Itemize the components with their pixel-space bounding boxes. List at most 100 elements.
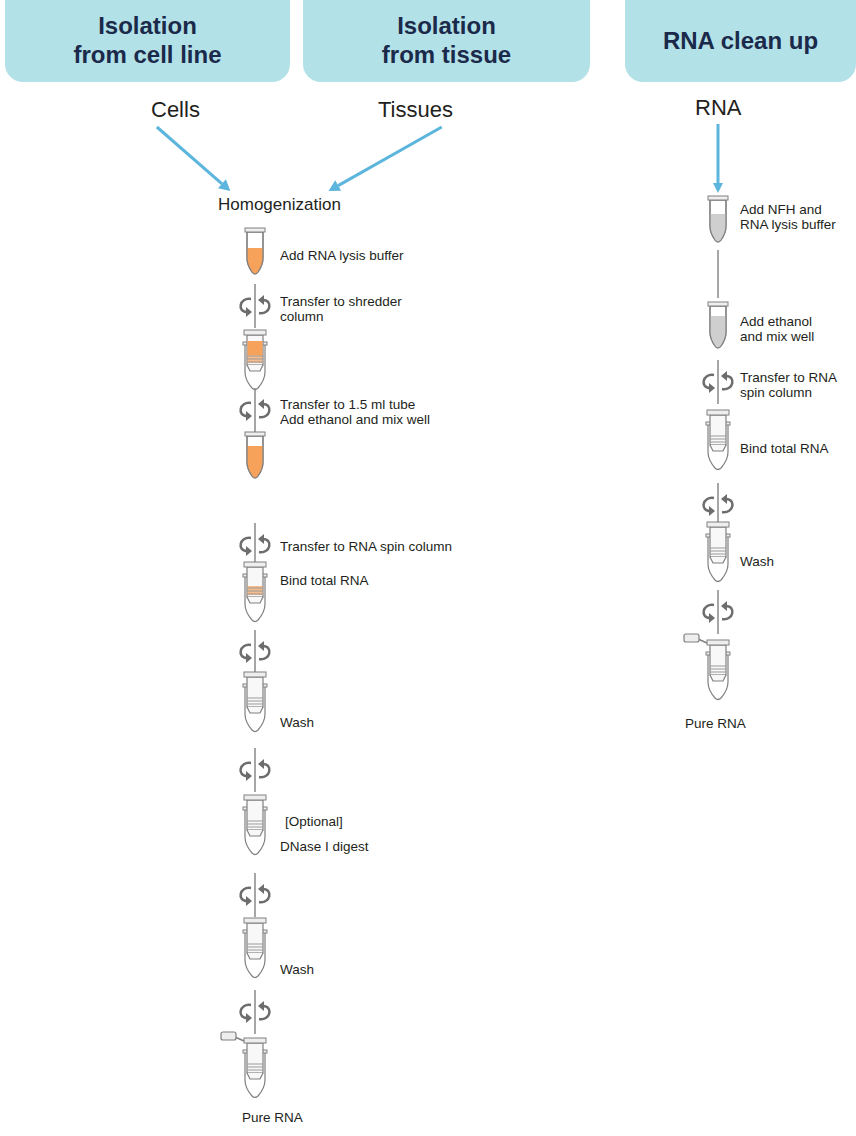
spin-column-icon: [243, 330, 267, 390]
tube-liquid: [710, 316, 726, 348]
arrow-head: [329, 180, 342, 191]
spin-column-icon: [243, 1038, 267, 1098]
open-lid: [684, 634, 707, 643]
column-rim: [244, 672, 266, 677]
column-body: [247, 1043, 263, 1073]
axis-line: [717, 483, 719, 527]
spin-head: [246, 653, 252, 663]
tube-outline: [710, 200, 726, 242]
step-label: DNase I digest: [280, 839, 369, 854]
column-body: [710, 645, 726, 675]
spin-head: [246, 1013, 252, 1023]
membrane-line: [247, 704, 263, 705]
step-label: Bind total RNA: [740, 441, 829, 456]
spin-head: [258, 1001, 264, 1011]
membrane-line: [247, 827, 263, 828]
column-rim: [707, 410, 729, 415]
membrane-line: [247, 1070, 263, 1071]
membrane-line: [247, 591, 263, 592]
spin-head: [709, 506, 715, 516]
step-label: Add NFH and RNA lysis buffer: [740, 202, 846, 232]
header-title: Isolation from tissue: [369, 12, 524, 70]
membrane-line: [247, 824, 263, 825]
tube-rim: [708, 302, 728, 306]
open-lid: [221, 1032, 244, 1041]
tube-rim: [708, 196, 728, 200]
lid: [221, 1032, 236, 1040]
column-tip: [247, 597, 263, 603]
step-label: Add ethanol and mix well: [740, 314, 828, 344]
centrifuge-icon: [241, 990, 270, 1034]
node-text: Homogenization: [218, 195, 341, 215]
membrane-line: [247, 698, 263, 699]
axis-line: [254, 388, 256, 432]
section-header: Isolation from tissue: [303, 0, 590, 82]
tube-liquid: [247, 248, 263, 274]
spin-head: [709, 383, 715, 393]
membrane-line: [247, 356, 263, 357]
column-tip: [710, 675, 726, 681]
spin-head: [258, 884, 264, 894]
column-tip: [247, 1073, 263, 1079]
tube-liquid: [710, 214, 726, 242]
spin-head: [246, 307, 252, 317]
tube-body: [710, 306, 726, 348]
spin-head: [721, 601, 727, 611]
step-line: [717, 250, 719, 298]
arrow-shaft: [157, 127, 222, 184]
spin-head: [258, 399, 264, 409]
column-tip: [247, 365, 263, 371]
membrane-line: [247, 362, 263, 363]
text-node: Tissues: [378, 97, 453, 123]
header-title: Isolation from cell line: [70, 12, 225, 70]
membrane-line: [710, 666, 726, 667]
spin-column-icon: [706, 522, 730, 582]
membrane-line: [247, 821, 263, 822]
tube-icon: [245, 228, 265, 274]
text-node: Cells: [151, 97, 200, 123]
centrifuge-icon: [241, 630, 270, 674]
membrane-line: [247, 594, 263, 595]
membrane-line: [710, 548, 726, 549]
tube-icon: [708, 302, 728, 348]
centrifuge-icon: [704, 360, 733, 404]
membrane-line: [710, 669, 726, 670]
membrane-line: [247, 1064, 263, 1065]
flow-arrow: [157, 127, 230, 191]
tube-icon: [708, 196, 728, 242]
column-rim: [244, 918, 266, 923]
step-label: Pure RNA: [242, 1110, 303, 1125]
spin-column-icon: [243, 672, 267, 732]
column-tip: [247, 830, 263, 836]
arrow-shaft: [338, 127, 442, 186]
text-node: Homogenization: [218, 195, 341, 215]
axis-line: [254, 284, 256, 328]
column-body: [710, 415, 726, 445]
spin-head: [246, 771, 252, 781]
axis-line: [254, 748, 256, 792]
flow-arrow: [329, 127, 442, 191]
column-rim: [707, 522, 729, 527]
tube-outline: [710, 306, 726, 348]
membrane-line: [247, 947, 263, 948]
step-label: Wash: [280, 962, 314, 977]
spin-column-icon: [243, 562, 267, 622]
column-tip: [247, 953, 263, 959]
column-tip: [710, 445, 726, 451]
membrane-line: [710, 551, 726, 552]
column-body: [247, 923, 263, 953]
membrane-band: [248, 586, 263, 595]
step-label: Wash: [280, 715, 314, 730]
step-label: Transfer to shredder column: [280, 294, 420, 324]
arrow-head: [218, 179, 230, 191]
axis-line: [254, 990, 256, 1034]
spin-head: [258, 759, 264, 769]
centrifuge-icon: [241, 748, 270, 792]
node-text: RNA: [695, 95, 741, 121]
membrane-line: [710, 554, 726, 555]
tube-liquid: [247, 446, 263, 478]
spin-column-icon: [243, 918, 267, 978]
column-liquid: [248, 341, 263, 355]
membrane-line: [247, 588, 263, 589]
